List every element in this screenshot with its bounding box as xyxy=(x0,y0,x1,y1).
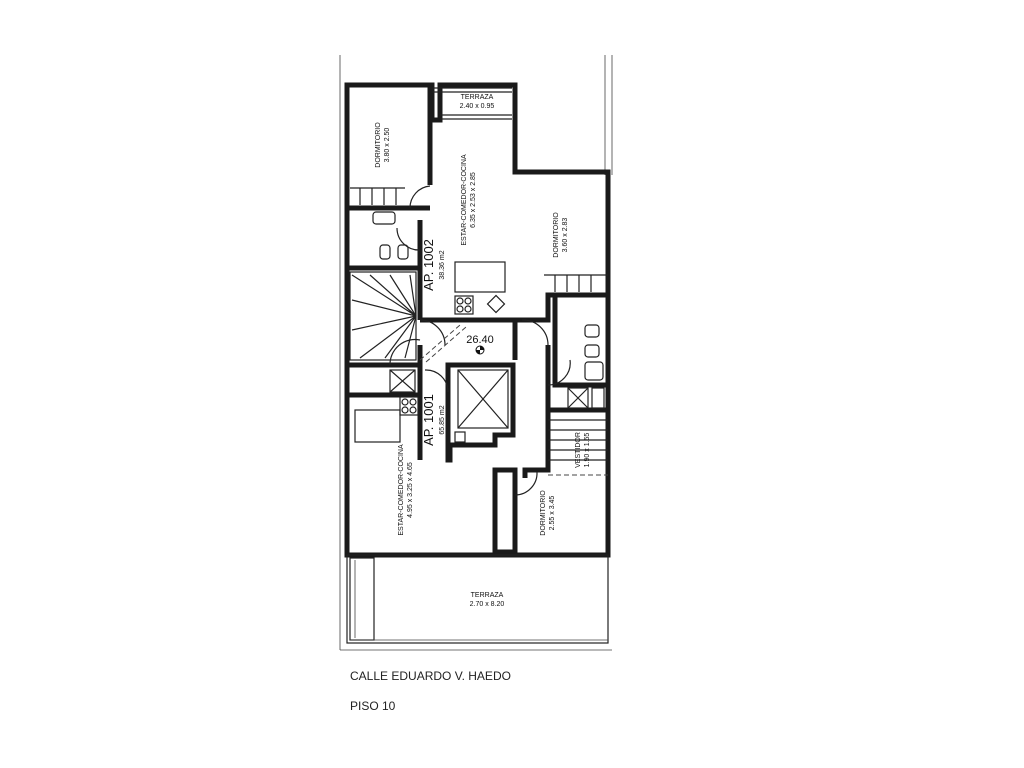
dormitorio-right-dims: 3.60 x 2.83 xyxy=(562,218,569,253)
terraza-bottom-dims: 2.70 x 8.20 xyxy=(470,601,505,608)
vestidor-name: VESTIDOR xyxy=(575,432,582,468)
floor-label: PISO 10 xyxy=(350,699,396,713)
unit-1002-area-text: 38.36 m2 xyxy=(439,250,446,279)
estar-1002-name: ESTAR-COMEDOR-COCINA xyxy=(461,154,468,246)
unit-1002-name: AP. 1002 xyxy=(421,239,436,291)
dormitorio-1002-name: DORMITORIO xyxy=(375,122,382,168)
doors xyxy=(389,185,571,496)
stairs xyxy=(349,187,608,476)
property-lines xyxy=(339,55,613,651)
dormitorio-right-name: DORMITORIO xyxy=(553,212,560,258)
dormitorio-1002-dims: 3.80 x 2.50 xyxy=(384,128,391,163)
terraza-top-dims: 2.40 x 0.95 xyxy=(460,103,495,110)
fixtures xyxy=(354,211,605,443)
level-marker-icon xyxy=(475,345,485,355)
vestidor-dims: 1.90 x 1.55 xyxy=(584,433,591,468)
dormitorio-1001-name: DORMITORIO xyxy=(540,490,547,536)
terraza-bottom xyxy=(346,554,609,644)
dormitorio-1001-dims: 2.55 x 3.45 xyxy=(549,496,556,531)
unit-1001-name: AP. 1001 xyxy=(421,394,436,446)
terraza-bottom-name: TERRAZA xyxy=(471,592,504,599)
estar-1002-dims: 6.35 x 2.53 x 2.85 xyxy=(470,172,477,228)
interior-walls xyxy=(347,85,608,555)
unit-1001-area: 65.85 m2 xyxy=(439,405,446,434)
level-mark: 26.40 xyxy=(466,334,494,346)
estar-1001-name: ESTAR-COMEDOR-COCINA xyxy=(398,444,405,536)
street-name: CALLE EDUARDO V. HAEDO xyxy=(350,669,511,683)
estar-1001-dims: 4.95 x 3.25 x 4.65 xyxy=(407,462,414,518)
terraza-top-name: TERRAZA xyxy=(461,94,494,101)
